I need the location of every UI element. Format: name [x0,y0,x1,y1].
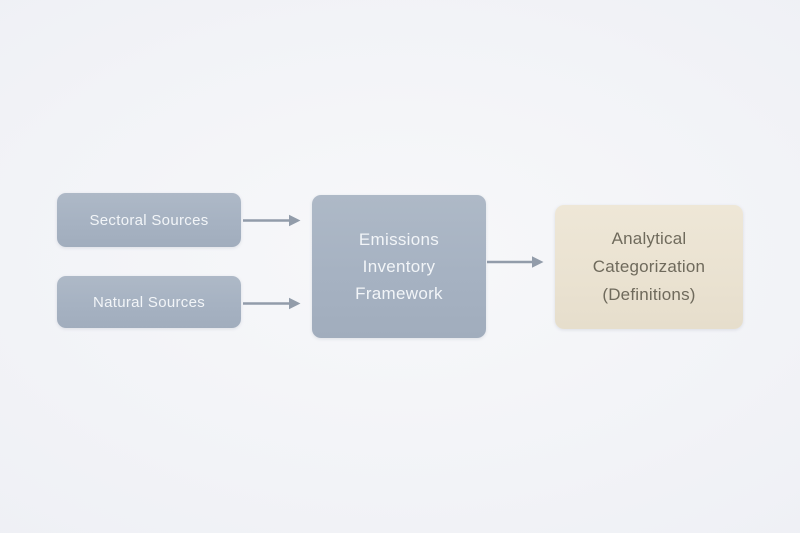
node-label-line: (Definitions) [602,285,696,304]
node-label-line: Categorization [592,257,706,276]
node-label-line: Inventory [362,257,436,276]
node-label-line: Emissions [358,230,440,249]
node-label-line: Analytical [611,229,687,248]
node-sectoral-sources: Sectoral Sources [57,193,241,247]
node-natural-sources: Natural Sources [57,276,241,328]
node-analytical-categorization: Analytical Categorization (Definitions) [555,205,743,329]
node-label: Natural Sources [92,293,206,311]
node-label: Sectoral Sources [89,211,209,229]
arrow-right-icon [487,256,544,268]
arrow-right-icon [243,297,301,310]
node-emissions-inventory-framework: Emissions Inventory Framework [312,195,486,338]
node-label-line: Framework [355,284,443,303]
arrow-right-icon [243,214,301,227]
